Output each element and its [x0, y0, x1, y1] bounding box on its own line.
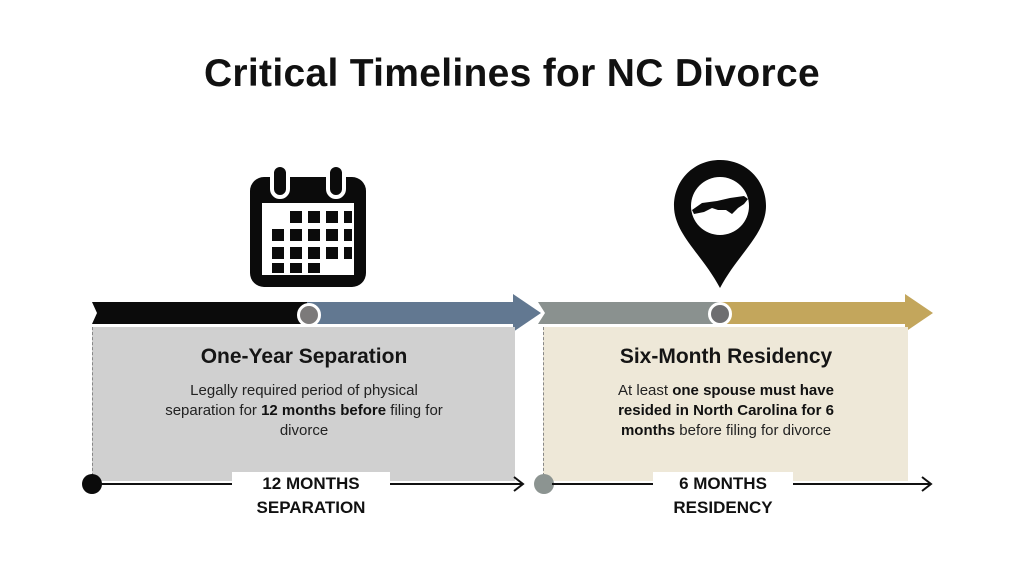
timeline-bar-gray [538, 302, 720, 324]
milestone-dot [708, 302, 732, 326]
separation-panel: One-Year Separation Legally required per… [92, 327, 515, 481]
timeline-arrow-blue [513, 294, 541, 332]
panel-description: At least one spouse must have resided in… [618, 382, 834, 439]
panel-description: Legally required period of physical sepa… [165, 382, 443, 439]
map-pin-north-carolina-icon [674, 160, 766, 288]
calendar-icon [250, 163, 366, 287]
timeline-bar-gold [720, 302, 908, 324]
separation-duration-label: 12 MONTHS SEPARATION [232, 472, 390, 520]
timeline-bar-black [92, 302, 307, 324]
milestone-dot [297, 303, 321, 327]
page-title: Critical Timelines for NC Divorce [203, 52, 821, 95]
panel-heading: Six-Month Residency [619, 345, 833, 368]
residency-duration-label: 6 MONTHS RESIDENCY [653, 472, 793, 520]
timeline-bar-blue [307, 302, 517, 324]
residency-panel: Six-Month Residency At least one spouse … [543, 327, 908, 481]
panel-heading: One-Year Separation [200, 345, 408, 368]
timeline-arrow-gold [905, 294, 933, 332]
